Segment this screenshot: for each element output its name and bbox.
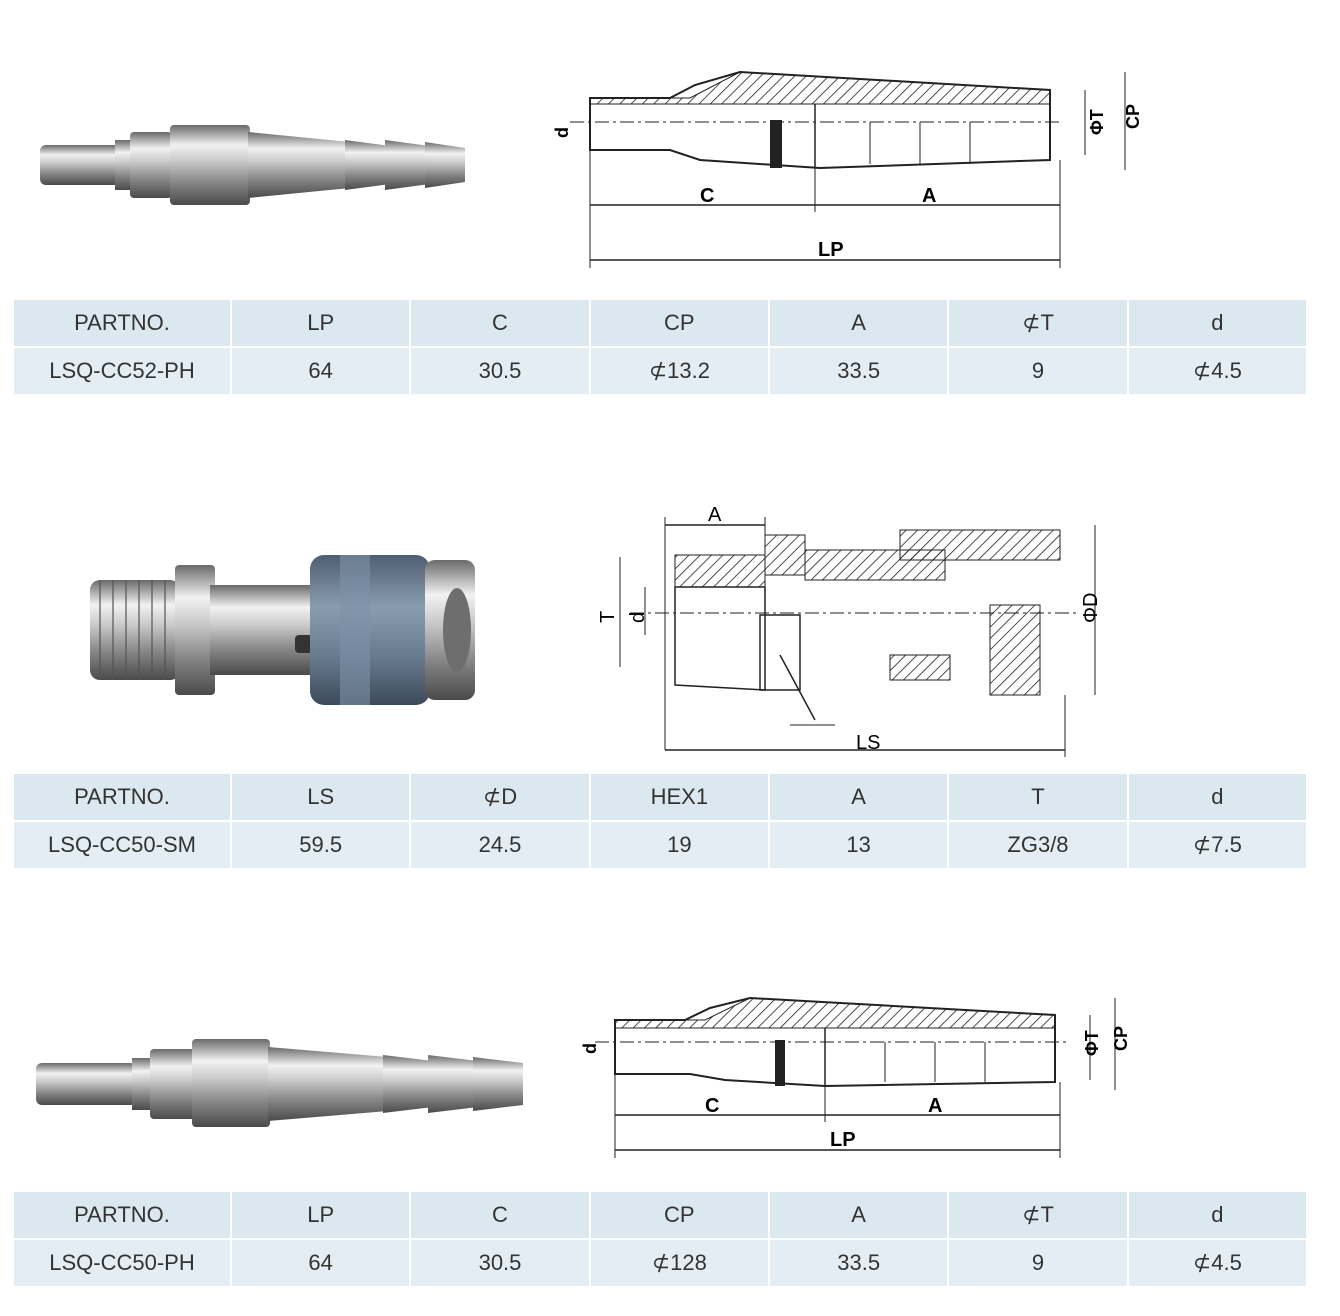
header-cell: d (1128, 1192, 1306, 1238)
plug-photo-2 (36, 1039, 523, 1127)
table-cell: LSQ-CC52-PH (14, 348, 230, 394)
dim-label-phid: ΦD (1080, 593, 1102, 623)
header-cell: A (769, 300, 948, 346)
spec-table-1: PARTNO. LP C CP A ⊄T d LSQ-CC52-PH 64 30… (12, 298, 1308, 396)
table-cell: ⊄4.5 (1128, 1240, 1306, 1286)
table-cell: ⊄7.5 (1128, 822, 1306, 868)
table-cell: 64 (232, 348, 410, 394)
table-cell: LSQ-CC50-SM (14, 822, 230, 868)
dim-label-a: A (922, 185, 936, 207)
table-cell: LSQ-CC50-PH (14, 1240, 230, 1286)
table-cell: 30.5 (411, 348, 589, 394)
table-cell: 13 (769, 822, 948, 868)
header-cell: HEX1 (590, 774, 768, 820)
table-cell: 64 (232, 1240, 410, 1286)
dim-label-c: C (705, 1095, 719, 1117)
table-row: LSQ-CC50-SM 59.5 24.5 19 13 ZG3/8 ⊄7.5 (14, 822, 1306, 868)
table-cell: 9 (949, 348, 1127, 394)
dim-label-a: A (928, 1095, 942, 1117)
dim-label-t: ΦT (1087, 109, 1107, 135)
technical-drawing-1: C A LP d ΦT CP (552, 70, 1143, 268)
header-cell: PARTNO. (14, 774, 230, 820)
dim-label-c: C (700, 185, 714, 207)
header-cell: LS (232, 774, 410, 820)
header-cell: A (769, 1192, 948, 1238)
dim-label-cp: CP (1111, 1026, 1131, 1051)
header-cell: ⊄T (949, 1192, 1127, 1238)
table-cell: 30.5 (411, 1240, 589, 1286)
table-header-row: PARTNO. LP C CP A ⊄T d (14, 300, 1306, 346)
dim-label-t: T (597, 611, 619, 623)
table-cell: ⊄4.5 (1128, 348, 1306, 394)
dim-label-ls: LS (856, 732, 880, 754)
header-cell: LP (232, 300, 410, 346)
dim-label-t: ΦT (1082, 1030, 1102, 1056)
dim-label-a: A (708, 504, 722, 526)
header-cell: CP (590, 300, 768, 346)
header-cell: C (411, 300, 589, 346)
dim-label-lp: LP (830, 1129, 856, 1151)
header-cell: PARTNO. (14, 300, 230, 346)
spec-table-2: PARTNO. LS ⊄D HEX1 A T d LSQ-CC50-SM 59.… (12, 772, 1308, 870)
header-cell: CP (590, 1192, 768, 1238)
header-cell: A (769, 774, 948, 820)
header-cell: ⊄D (411, 774, 589, 820)
table-cell: 59.5 (232, 822, 410, 868)
header-cell: d (1128, 300, 1306, 346)
table-row: LSQ-CC52-PH 64 30.5 ⊄13.2 33.5 9 ⊄4.5 (14, 348, 1306, 394)
plug-photo-1 (40, 125, 465, 205)
dim-label-d: d (552, 127, 572, 138)
header-cell: d (1128, 774, 1306, 820)
table-cell: ⊄128 (590, 1240, 768, 1286)
table-cell: 9 (949, 1240, 1127, 1286)
technical-drawing-3: C A LP d ΦT CP (580, 996, 1131, 1158)
header-cell: LP (232, 1192, 410, 1238)
table-cell: 24.5 (411, 822, 589, 868)
table-cell: 19 (590, 822, 768, 868)
dim-label-lp: LP (818, 239, 844, 261)
header-cell: PARTNO. (14, 1192, 230, 1238)
spec-table-3: PARTNO. LP C CP A ⊄T d LSQ-CC50-PH 64 30… (12, 1190, 1308, 1288)
table-cell: ⊄13.2 (590, 348, 768, 394)
header-cell: ⊄T (949, 300, 1127, 346)
table-header-row: PARTNO. LS ⊄D HEX1 A T d (14, 774, 1306, 820)
header-cell: C (411, 1192, 589, 1238)
header-cell: T (949, 774, 1127, 820)
dim-label-d: d (627, 612, 649, 623)
table-cell: ZG3/8 (949, 822, 1127, 868)
dim-label-d: d (580, 1043, 600, 1054)
dim-label-cp: CP (1123, 104, 1143, 129)
table-row: LSQ-CC50-PH 64 30.5 ⊄128 33.5 9 ⊄4.5 (14, 1240, 1306, 1286)
technical-drawing-2: A T d LS ΦD (597, 504, 1102, 757)
table-cell: 33.5 (769, 1240, 948, 1286)
table-cell: 33.5 (769, 348, 948, 394)
table-header-row: PARTNO. LP C CP A ⊄T d (14, 1192, 1306, 1238)
coupler-photo (90, 555, 475, 705)
